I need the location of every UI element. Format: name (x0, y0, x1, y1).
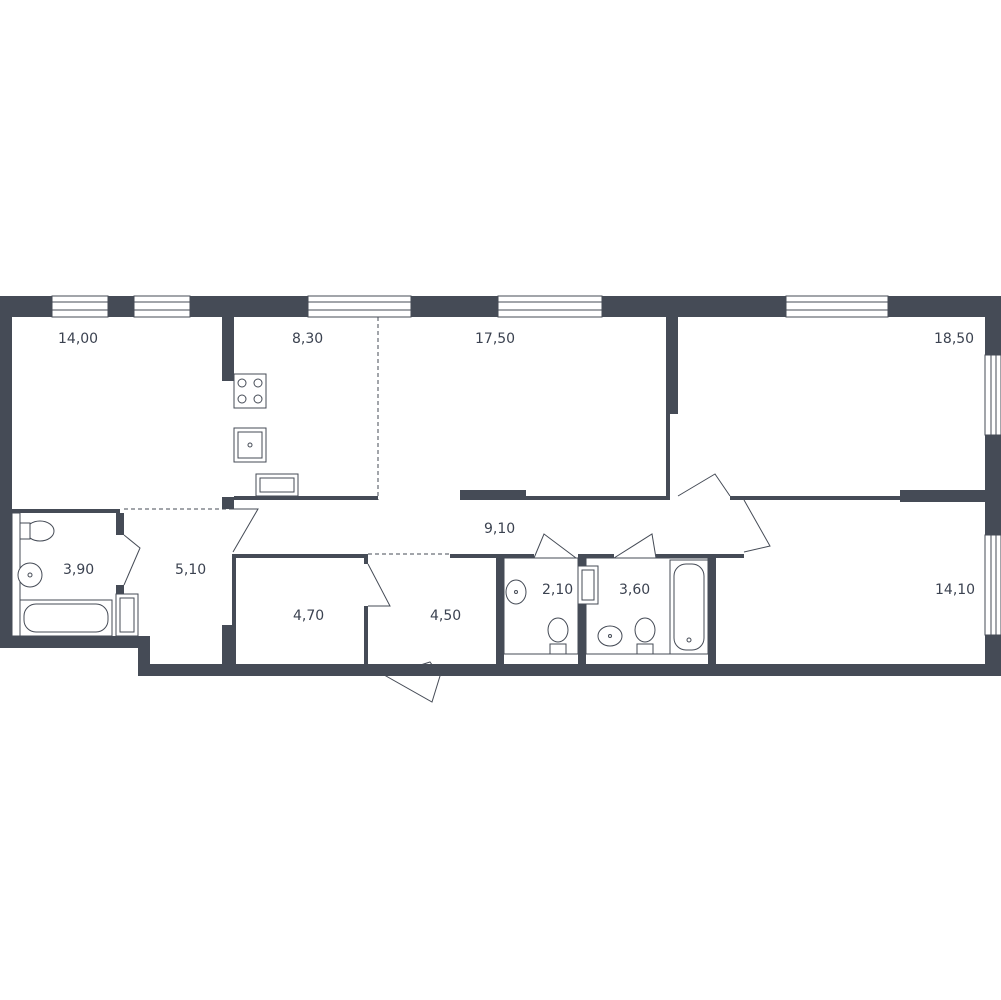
room-area-label: 4,70 (293, 608, 324, 624)
room-labels: 14,00 8,30 17,50 18,50 9,10 3,90 5,10 4,… (58, 331, 975, 624)
room-area-label: 14,10 (935, 582, 975, 598)
bathroom-1-fixtures (11, 512, 139, 637)
room-area-label: 3,90 (63, 562, 94, 578)
room-area-label: 8,30 (292, 331, 323, 347)
kitchen-fixtures (233, 373, 299, 497)
washer-icon (577, 565, 599, 605)
bathroom-3-fixtures (577, 557, 709, 655)
room-area-label: 3,60 (619, 582, 650, 598)
toilet-icon (634, 617, 656, 643)
bathtub-icon (19, 599, 113, 637)
stove-icon (233, 373, 267, 409)
interior-walls (12, 317, 985, 676)
room-area-label: 18,50 (934, 331, 974, 347)
doors (123, 473, 771, 703)
room-area-label: 2,10 (542, 582, 573, 598)
sink-icon (233, 427, 267, 463)
washbasin-icon (597, 625, 623, 647)
room-area-label: 5,10 (175, 562, 206, 578)
bathroom-2-fixtures (503, 557, 579, 655)
room-area-label: 17,50 (475, 331, 515, 347)
zone-dividers (124, 317, 450, 555)
toilet-icon (547, 617, 569, 643)
bathtub-icon (669, 559, 709, 655)
room-area-label: 4,50 (430, 608, 461, 624)
washbasin-icon (505, 579, 527, 605)
washbasin-icon (17, 562, 43, 588)
room-area-label: 9,10 (484, 521, 515, 537)
room-area-label: 14,00 (58, 331, 98, 347)
windows (51, 295, 1001, 636)
fridge-icon (255, 473, 299, 497)
washer-icon (115, 593, 139, 637)
